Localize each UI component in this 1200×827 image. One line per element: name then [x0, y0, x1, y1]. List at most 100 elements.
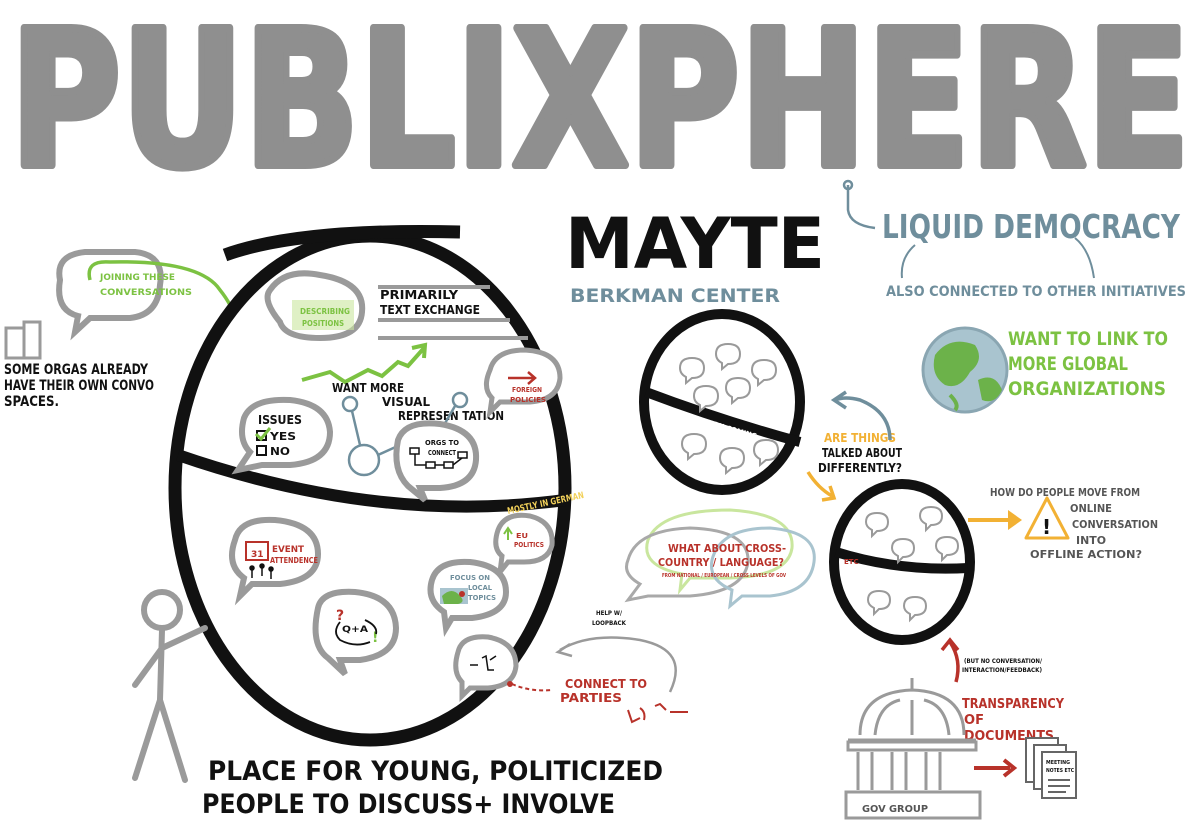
forward-arrow — [806, 471, 833, 498]
qa-exclamation: ! — [372, 630, 378, 646]
gov-group-label: GOV GROUP — [862, 804, 928, 815]
loopback-bubble — [453, 634, 519, 703]
differently-line-2: TALKED ABOUT — [822, 446, 903, 460]
yes-checkmark — [254, 427, 272, 442]
globe-icon — [921, 326, 1009, 414]
foreign-line-1: FOREIGN — [512, 386, 542, 394]
text-exchange-line-1: PRIMARILY — [380, 288, 458, 302]
liquid-connector-dot — [842, 179, 854, 191]
global-link-line-1: WANT TO LINK TO — [1008, 328, 1168, 350]
eu-arrow-icon — [503, 526, 513, 540]
english-sphere-bubbles — [678, 342, 780, 476]
foreign-bubble — [484, 347, 563, 420]
orgas-line-3: SPACES. — [4, 394, 59, 410]
yes-label: YES — [269, 430, 296, 443]
etc-band-label: ETC — [844, 558, 859, 566]
trend-arrowhead — [411, 342, 428, 359]
orgas-line-1: SOME ORGAS ALREADY — [4, 362, 149, 378]
joining-line-1: JOINING THESE — [99, 273, 175, 283]
visual-line-3: REPRESEN TATION — [398, 409, 504, 423]
etc-sphere-bubbles — [864, 505, 960, 623]
global-link-line-2: MORE GLOBAL — [1008, 353, 1128, 375]
caption-line-2: PEOPLE TO DISCUSS+ INVOLVE — [202, 789, 615, 820]
offline-line-5: OFFLINE ACTION? — [1030, 548, 1142, 561]
orgs-line-1: ORGS TO — [425, 439, 459, 447]
calendar-icon — [245, 541, 269, 561]
gov-building-icon — [844, 678, 982, 820]
transparency-line-1: TRANSPARENCY — [962, 697, 1065, 712]
back-arrowhead — [830, 390, 847, 410]
parties-doodle — [627, 702, 688, 724]
describing-line-2: POSITIONS — [302, 319, 344, 328]
cross-country-bubbles — [624, 508, 816, 610]
gov-arrowhead — [940, 637, 960, 652]
event-line-2: ATTENDENCE — [270, 556, 318, 565]
orgas-line-2: HAVE THEIR OWN CONVO — [4, 378, 154, 394]
qa-bubble — [312, 588, 400, 677]
parties-connector-dot — [507, 681, 513, 687]
event-bubble — [229, 516, 322, 606]
local-bubble — [427, 558, 510, 637]
local-line-2: LOCAL — [468, 584, 493, 592]
liquid-democracy-label: LIQUID DEMOCRACY — [882, 207, 1181, 246]
docs-arrowhead — [1002, 758, 1018, 778]
issues-label: ISSUES — [258, 413, 302, 427]
parties-line-1: CONNECT TO — [565, 677, 647, 691]
differently-line-1: ARE THINGS — [824, 431, 896, 445]
offline-line-3: CONVERSATION — [1072, 518, 1158, 531]
describing-line-1: DESCRIBING — [300, 307, 350, 316]
eu-line-2: POLITICS — [514, 541, 544, 549]
help-loop-arrowhead — [555, 642, 573, 658]
orgs-line-2: CONNECT — [428, 449, 456, 457]
offline-line-2: ONLINE — [1070, 502, 1112, 515]
cross-country-sub: FROM NATIONAL / EUROPEAN / CROSS LEVELS … — [662, 573, 786, 579]
liquid-note: ALSO CONNECTED TO OTHER INITIATIVES — [886, 284, 1186, 300]
warning-icon: ! — [1024, 496, 1070, 540]
orgs-bubble — [393, 420, 480, 503]
documents-icon — [1025, 737, 1077, 799]
parties-line-2: PARTIES — [560, 691, 622, 705]
stick-figure — [132, 589, 208, 783]
local-map-icon — [440, 588, 468, 604]
text-exchange-line-2: TEXT EXCHANGE — [380, 303, 480, 317]
issues-bubble — [231, 396, 334, 475]
no-conversation-line-1: (BUT NO CONVERSATION/ — [964, 658, 1043, 665]
joining-line-2: CONVERSATIONS — [100, 288, 192, 298]
joining-bubble — [56, 249, 164, 341]
help-loop-line-1: HELP W/ — [596, 610, 623, 617]
calendar-day: 31 — [251, 550, 264, 560]
no-checkbox — [256, 445, 267, 456]
back-arrow — [834, 396, 892, 441]
forward-arrowhead — [821, 485, 837, 502]
describing-highlight — [292, 300, 354, 330]
title-publixphere: PUBLIXPHERE — [10, 0, 1190, 210]
qa-cycle-arrows — [335, 619, 378, 646]
parties-connector — [511, 683, 553, 692]
local-line-3: TOPICS — [468, 594, 496, 602]
foreign-arrow — [508, 371, 537, 385]
svg-text:!: ! — [1042, 515, 1051, 539]
offline-arrowhead — [1008, 510, 1022, 530]
big-sphere-band — [176, 449, 566, 513]
help-loop-arrow — [559, 636, 677, 693]
orgs-flow-icon — [409, 447, 468, 469]
qa-label: Q+A — [342, 625, 368, 635]
eu-line-1: EU — [516, 532, 528, 540]
cross-country-line-1: WHAT ABOUT CROSS- — [668, 542, 786, 555]
help-loop-line-2: LOOPBACK — [592, 620, 626, 627]
global-link-line-3: ORGANIZATIONS — [1008, 378, 1166, 400]
qa-question-mark: ? — [336, 608, 344, 624]
meeting-notes-line-2: NOTES ETC — [1046, 768, 1074, 774]
no-conversation-line-2: INTERACTION/FEEDBACK) — [962, 667, 1042, 674]
buildings-icon — [4, 320, 42, 360]
network-graph — [341, 391, 469, 477]
offline-line-4: INTO — [1076, 534, 1106, 547]
liquid-branch-left — [900, 244, 916, 279]
liquid-branch-right — [1074, 237, 1095, 279]
cross-country-line-2: COUNTRY / LANGUAGE? — [658, 556, 784, 569]
presenter-name: MAYTE — [565, 203, 825, 285]
joining-arrow — [87, 260, 238, 321]
loopback-doodle — [470, 654, 497, 671]
offline-line-1: HOW DO PEOPLE MOVE FROM — [990, 486, 1140, 499]
visual-line-2: VISUAL — [382, 395, 430, 409]
